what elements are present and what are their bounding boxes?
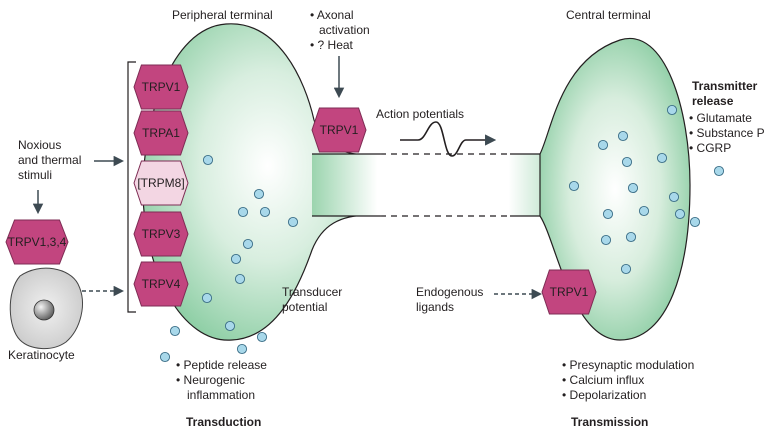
channel-bracket [127, 61, 136, 313]
vesicle [625, 231, 637, 243]
channel-trpm8: [TRPM8] [133, 160, 189, 206]
vesicle [234, 273, 246, 285]
transmitter-item-2: • Substance P [689, 126, 765, 140]
vesicle [202, 154, 214, 166]
vesicle [620, 263, 632, 275]
vesicle [253, 188, 265, 200]
central-item-2: • Calcium influx [562, 373, 644, 387]
channel-trpv4-shape [133, 261, 189, 307]
vesicle [668, 191, 680, 203]
central-item-3: • Depolarization [562, 388, 646, 402]
channel-trpv3: TRPV3 [133, 211, 189, 257]
channel-axon-trpv1-shape [311, 107, 367, 153]
axon-shape [312, 154, 574, 216]
transmitter-release-line1: Transmitter [692, 79, 758, 93]
vesicle [638, 205, 650, 217]
vesicle [597, 139, 609, 151]
vesicle [627, 182, 639, 194]
endogenous-ligands-line1: Endogenous [416, 285, 483, 299]
peripheral-item-2: • Neurogenic [176, 373, 245, 387]
channel-trpv1-shape [133, 64, 189, 110]
transducer-potential-line2: potential [282, 300, 327, 314]
channel-trpa1-shape [133, 110, 189, 156]
channel-trpv3-shape [133, 211, 189, 257]
noxious-line2: and thermal [18, 153, 81, 167]
peripheral-terminal-label: Peripheral terminal [172, 8, 273, 22]
transmitter-item-3: • CGRP [689, 141, 731, 155]
channel-trpv4: TRPV4 [133, 261, 189, 307]
transmitter-item-1: • Glutamate [689, 111, 752, 125]
vesicle-layer [159, 104, 725, 363]
channel-trpm8-label: [TRPM8] [137, 176, 184, 190]
axonal-activation-line2: activation [319, 23, 370, 37]
vesicle [600, 234, 612, 246]
channel-trpv3-label: TRPV3 [142, 227, 181, 241]
channel-trpm8-shape [133, 160, 189, 206]
vesicle [224, 320, 236, 332]
vesicle [169, 325, 181, 337]
transduction-heading: Transduction [186, 415, 261, 429]
channel-trpv4-label: TRPV4 [142, 277, 181, 291]
vesicle [674, 208, 686, 220]
channel-trpa1-label: TRPA1 [142, 126, 180, 140]
action-potential-wave [400, 121, 497, 157]
heat-label: • ? Heat [310, 38, 354, 52]
axonal-activation-line1: • Axonal [310, 8, 354, 22]
channel-trpa1: TRPA1 [133, 110, 189, 156]
vesicle [568, 180, 580, 192]
channel-keratinocyte-trpv-shape [5, 219, 69, 265]
peripheral-item-3: inflammation [187, 388, 255, 402]
channel-keratinocyte-trpv-label: TRPV1,3,4 [8, 235, 67, 249]
peripheral-item-1: • Peptide release [176, 358, 267, 372]
vesicle [242, 238, 254, 250]
transmission-heading: Transmission [571, 415, 648, 429]
channel-keratinocyte-trpv: TRPV1,3,4 [5, 219, 69, 265]
keratinocyte-label: Keratinocyte [8, 348, 75, 362]
vesicle [602, 208, 614, 220]
endogenous-ligands-line2: ligands [416, 300, 454, 314]
channel-trpv1: TRPV1 [133, 64, 189, 110]
channel-axon-trpv1-label: TRPV1 [320, 123, 359, 137]
vesicle [617, 130, 629, 142]
transducer-potential-line1: Transducer [282, 285, 342, 299]
channel-central-trpv1: TRPV1 [541, 269, 597, 315]
channel-layer: TRPV1TRPA1[TRPM8]TRPV3TRPV4TRPV1,3,4TRPV… [5, 64, 597, 315]
channel-trpv1-label: TRPV1 [142, 80, 181, 94]
vesicle [236, 343, 248, 355]
vesicle [287, 216, 299, 228]
action-potentials-label: Action potentials [376, 107, 464, 121]
central-item-1: • Presynaptic modulation [562, 358, 694, 372]
channel-central-trpv1-label: TRPV1 [550, 285, 589, 299]
noxious-line3: stimuli [18, 168, 52, 182]
vesicle [713, 165, 725, 177]
vesicle [666, 104, 678, 116]
vesicle [201, 292, 213, 304]
vesicle [656, 152, 668, 164]
vesicle [621, 156, 633, 168]
vesicle [237, 206, 249, 218]
transmitter-release-line2: release [692, 94, 734, 108]
vesicle [159, 351, 171, 363]
keratinocyte-nucleus [33, 299, 55, 321]
channel-axon-trpv1: TRPV1 [311, 107, 367, 153]
noxious-line1: Noxious [18, 138, 61, 152]
vesicle [256, 331, 268, 343]
vesicle [230, 253, 242, 265]
vesicle [259, 206, 271, 218]
vesicle [689, 216, 701, 228]
central-terminal-label: Central terminal [566, 8, 651, 22]
